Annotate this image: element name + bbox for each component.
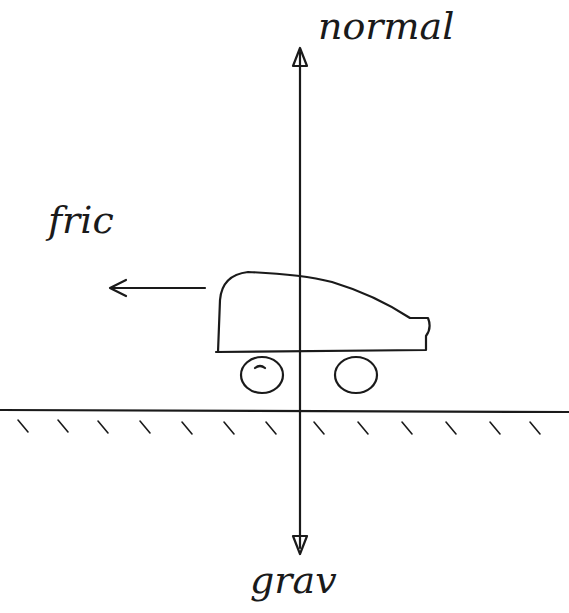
force-label: normal [318,6,454,48]
force-label: grav [250,560,337,602]
car-body [216,272,430,352]
gravity-arrowhead [293,536,307,554]
friction-arrowhead [110,280,126,296]
car-wheel [335,357,377,393]
normal-arrowhead [293,48,307,66]
car-wheel [241,357,283,393]
force-label: fric [48,200,114,242]
ground-hatching [18,420,540,434]
friction-arrow [112,287,205,289]
ground-line [0,410,569,412]
wheel-mark [255,366,265,368]
force-axis [299,52,301,548]
